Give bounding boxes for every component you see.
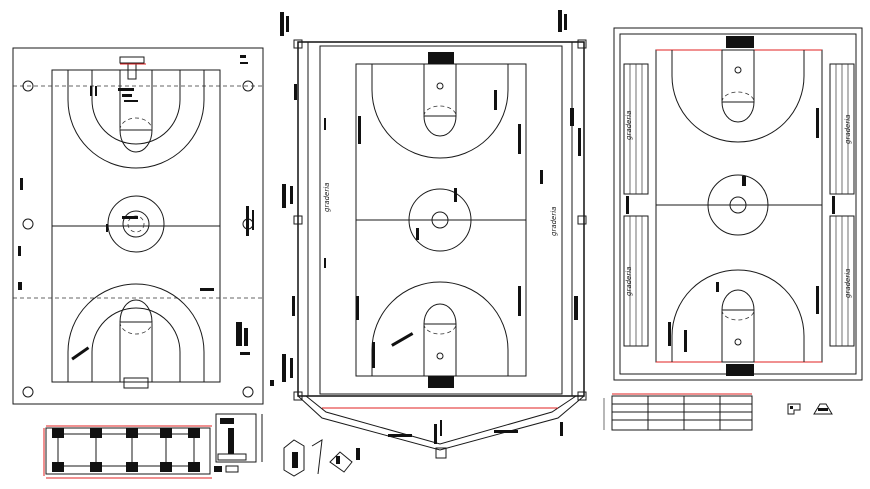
plan-2-hoop-bottom: [436, 352, 444, 360]
plan-2-ft-dash-bottom: [423, 323, 457, 335]
plan-2-post-tl: [293, 39, 303, 49]
plan-1-post-br: [242, 386, 254, 398]
plan-1-post-bl: [22, 386, 34, 398]
plan-2-bleacher-top: [428, 52, 454, 64]
plan-2-inner-boundary: [319, 45, 563, 395]
plan-2-stand-label-left: graderia: [323, 183, 331, 212]
plan-3-stands-left: [623, 63, 649, 347]
plan-1-center-circle: [107, 195, 165, 253]
bleacher-section-detail: [603, 393, 753, 431]
plan-3-key-top: [721, 49, 755, 103]
plan-1-annotations: [18, 55, 274, 386]
plan-3-center-circle: [707, 174, 769, 236]
plan-2-hoop-top: [436, 82, 444, 90]
plan-3-stands-right: [829, 63, 855, 347]
plan-2-three-point-top: [371, 64, 509, 159]
column-detail: [283, 439, 360, 477]
plan-1-three-point-top: [67, 70, 205, 169]
small-symbol-details: [787, 403, 833, 415]
plan-1-post-ml: [22, 218, 34, 230]
plan-2-annotations: [280, 10, 581, 444]
plan-2-post-br: [577, 391, 587, 401]
plan-1-hoop-post-top: [127, 62, 137, 80]
plan-3-outer-boundary: [613, 27, 863, 381]
plan-1-backboard-top: [119, 56, 145, 64]
plan-1-ft-arc-bottom: [119, 299, 153, 323]
plan-3-ft-dash-top: [721, 91, 755, 103]
plan-2-bleacher-bottom: [428, 376, 454, 388]
plan-3-stand-label-bottom-left: graderia: [625, 267, 633, 296]
plan-1-ft-arc-top: [119, 129, 153, 153]
plan-1-restricted-bottom: [91, 307, 181, 382]
plan-2-ft-arc-top: [423, 115, 457, 137]
plan-3-hoop-bottom: [734, 338, 742, 346]
section-detail: [214, 413, 263, 473]
plan-1-center-inner-circle: [122, 210, 150, 238]
plan-3-stand-label-top-left: graderia: [625, 111, 633, 140]
plan-2-center-circle: [408, 188, 472, 252]
plan-2-post-mr: [577, 215, 587, 225]
plan-2-three-point-bottom: [371, 281, 509, 376]
plan-2-entrance-post: [435, 447, 447, 459]
plan-2-entrance-funnel: [297, 395, 585, 451]
plan-2-key-bottom: [423, 323, 457, 377]
plan-3-stand-label-top-right: graderia: [844, 115, 852, 144]
plan-2-center-inner-circle: [431, 211, 449, 229]
plan-3-court-boundary: [655, 49, 823, 363]
plan-1-three-point-bottom: [67, 283, 205, 382]
plan-1-ft-dash-bottom: [119, 321, 153, 335]
plan-2-entrance-funnel-inner: [305, 395, 577, 445]
plan-3-bleacher-top: [726, 36, 754, 48]
plan-3-ft-arc-bottom: [721, 289, 755, 311]
plan-2-basketball-court: graderia graderia: [280, 10, 587, 459]
plan-2-ft-arc-bottom: [423, 303, 457, 325]
plan-3-three-point-top: [671, 50, 805, 143]
plan-3-annotations: [626, 108, 835, 352]
plan-2-stand-label-right: graderia: [550, 207, 558, 236]
plan-3-key-bottom: [721, 309, 755, 363]
plan-3-center-inner-circle: [729, 196, 747, 214]
plan-1-restricted-top: [91, 70, 181, 145]
plan-1-basketball-court: [12, 47, 274, 405]
plan-2-post-bl: [293, 391, 303, 401]
plan-3-three-point-bottom: [671, 269, 805, 362]
plan-3-basketball-court: graderia graderia graderia graderia: [613, 27, 863, 381]
plan-3-ft-arc-top: [721, 101, 755, 123]
plan-2-post-ml: [293, 215, 303, 225]
plan-1-post-tl: [22, 80, 34, 92]
plan-2-ft-dash-top: [423, 105, 457, 117]
plan-1-ft-dash-top: [119, 117, 153, 131]
plan-3-inner-boundary: [619, 33, 857, 375]
plan-2-post-tr: [577, 39, 587, 49]
plan-3-bleacher-bottom: [726, 364, 754, 376]
plan-3-hoop-top: [734, 66, 742, 74]
plan-1-key-bottom: [119, 321, 153, 383]
plan-3-ft-dash-bottom: [721, 309, 755, 321]
plan-3-stand-label-bottom-right: graderia: [844, 269, 852, 298]
plan-1-backboard-bottom: [123, 377, 149, 389]
plan-1-outer-boundary: [12, 47, 264, 405]
foundation-grid-detail: [43, 425, 212, 479]
plan-2-key-top: [423, 63, 457, 117]
plan-1-post-tr: [242, 80, 254, 92]
plan-2-outer-boundary: [297, 41, 585, 397]
